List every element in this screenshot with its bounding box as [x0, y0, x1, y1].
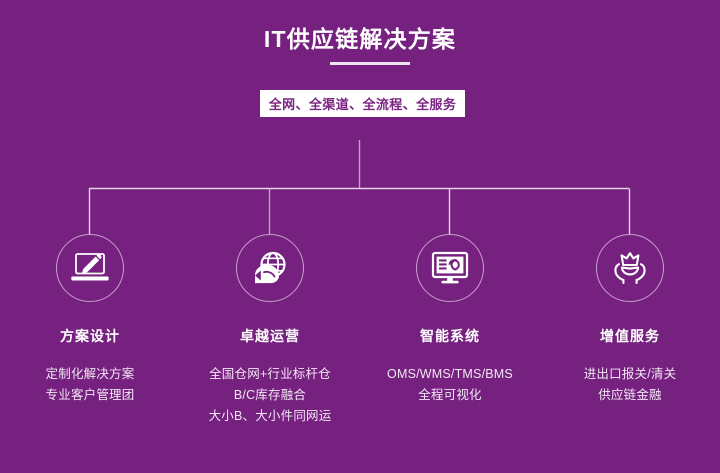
column-description: OMS/WMS/TMS/BMS 全程可视化 — [387, 364, 513, 406]
column-title: 卓越运营 — [240, 328, 300, 344]
subtitle-banner: 全网、全渠道、全流程、全服务 — [260, 90, 465, 117]
page-title: IT供应链解决方案 — [263, 26, 457, 52]
column-list: 方案设计 定制化解决方案 专业客户管理团 卓越运营 — [0, 234, 720, 427]
column-description: 全国仓网+行业标杆仓 B/C库存融合 大小B、大小件同网运 — [209, 364, 332, 427]
laptop-pencil-icon — [71, 253, 109, 281]
icon-circle — [596, 234, 664, 302]
hands-crown-icon — [614, 252, 646, 285]
column-line: B/C库存融合 — [233, 388, 307, 402]
column-line: 进出口报关/清关 — [583, 367, 677, 381]
column-description: 进出口报关/清关 供应链金融 — [584, 364, 677, 406]
column-line: 供应链金融 — [598, 388, 662, 402]
column-line: 专业客户管理团 — [45, 388, 135, 402]
column-title: 增值服务 — [600, 328, 660, 344]
title-underline-rule — [330, 62, 410, 65]
monitor-system-icon — [431, 251, 469, 284]
column-item[interactable]: 增值服务 进出口报关/清关 供应链金融 — [540, 234, 720, 427]
column-title: 方案设计 — [60, 328, 120, 344]
column-line: 大小B、大小件同网运 — [208, 409, 332, 423]
icon-circle — [416, 234, 484, 302]
column-item[interactable]: 方案设计 定制化解决方案 专业客户管理团 — [0, 234, 180, 427]
icon-circle — [56, 234, 124, 302]
globe-arrow-icon — [255, 251, 286, 284]
column-description: 定制化解决方案 专业客户管理团 — [46, 364, 135, 406]
column-item[interactable]: 智能系统 OMS/WMS/TMS/BMS 全程可视化 — [360, 234, 540, 427]
subtitle-text: 全网、全渠道、全流程、全服务 — [268, 97, 457, 112]
column-line: 定制化解决方案 — [45, 367, 135, 381]
icon-circle — [236, 234, 304, 302]
column-line: 全程可视化 — [418, 388, 482, 402]
column-line: OMS/WMS/TMS/BMS — [387, 367, 513, 381]
column-line: 全国仓网+行业标杆仓 — [209, 367, 331, 381]
column-title: 智能系统 — [420, 328, 480, 344]
column-item[interactable]: 卓越运营 全国仓网+行业标杆仓 B/C库存融合 大小B、大小件同网运 — [180, 234, 360, 427]
